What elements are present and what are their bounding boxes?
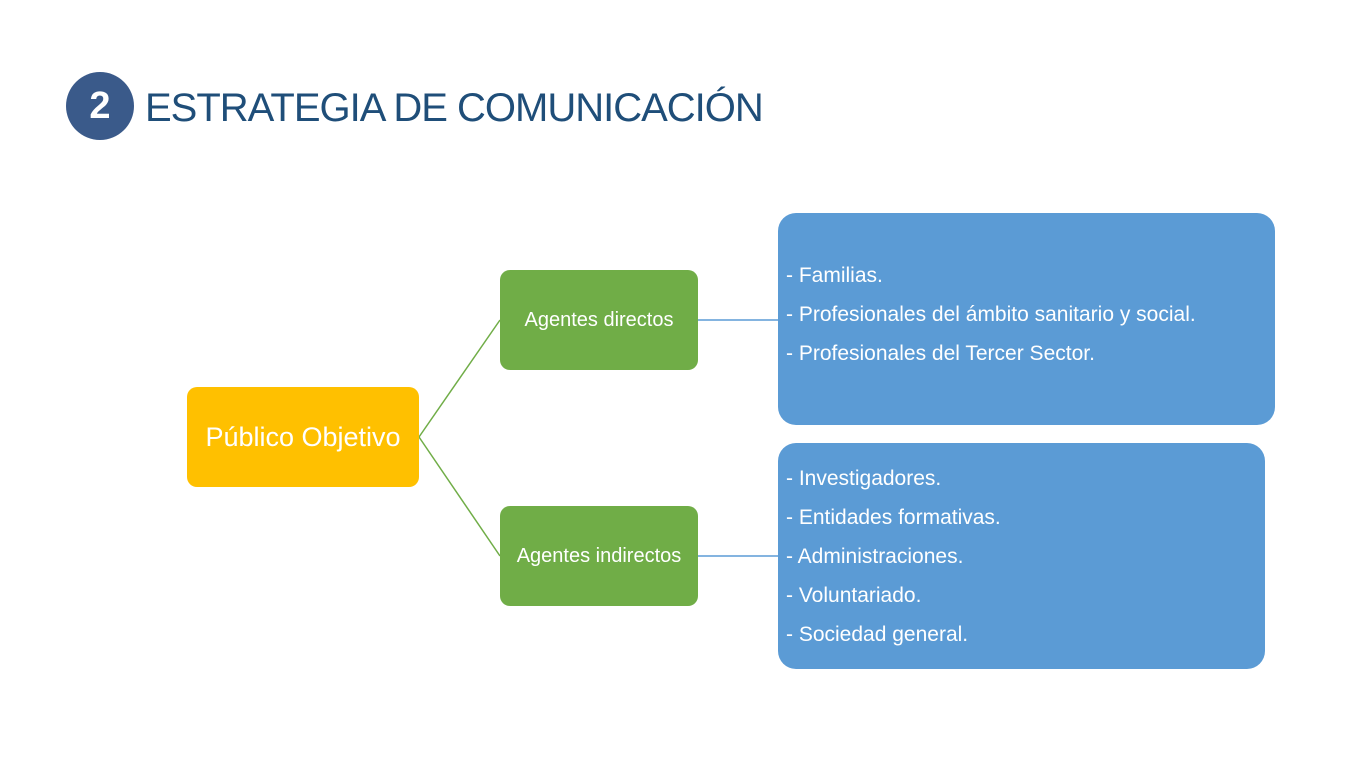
connector-root-direct (418, 319, 501, 438)
root-node: Público Objetivo (187, 387, 419, 487)
list-item: - Profesionales del Tercer Sector. (786, 341, 1095, 365)
section-number-badge: 2 (66, 72, 134, 140)
list-item: - Investigadores. (786, 466, 942, 490)
list-item: - Profesionales del ámbito sanitario y s… (786, 302, 1196, 326)
indirect-agents-list: - Investigadores. - Entidades formativas… (778, 443, 1265, 669)
branch-node-indirect: Agentes indirectos (500, 506, 698, 606)
list-item: - Entidades formativas. (786, 505, 1001, 529)
page-title: ESTRATEGIA DE COMUNICACIÓN (145, 86, 764, 130)
list-item: - Voluntariado. (786, 583, 922, 607)
list-item: - Sociedad general. (786, 622, 969, 646)
connector-root-indirect (418, 436, 501, 557)
direct-agents-list: - Familias. - Profesionales del ámbito s… (778, 213, 1275, 425)
branch-node-direct: Agentes directos (500, 270, 698, 370)
list-item: - Administraciones. (786, 544, 964, 568)
list-item: - Familias. (786, 263, 883, 287)
